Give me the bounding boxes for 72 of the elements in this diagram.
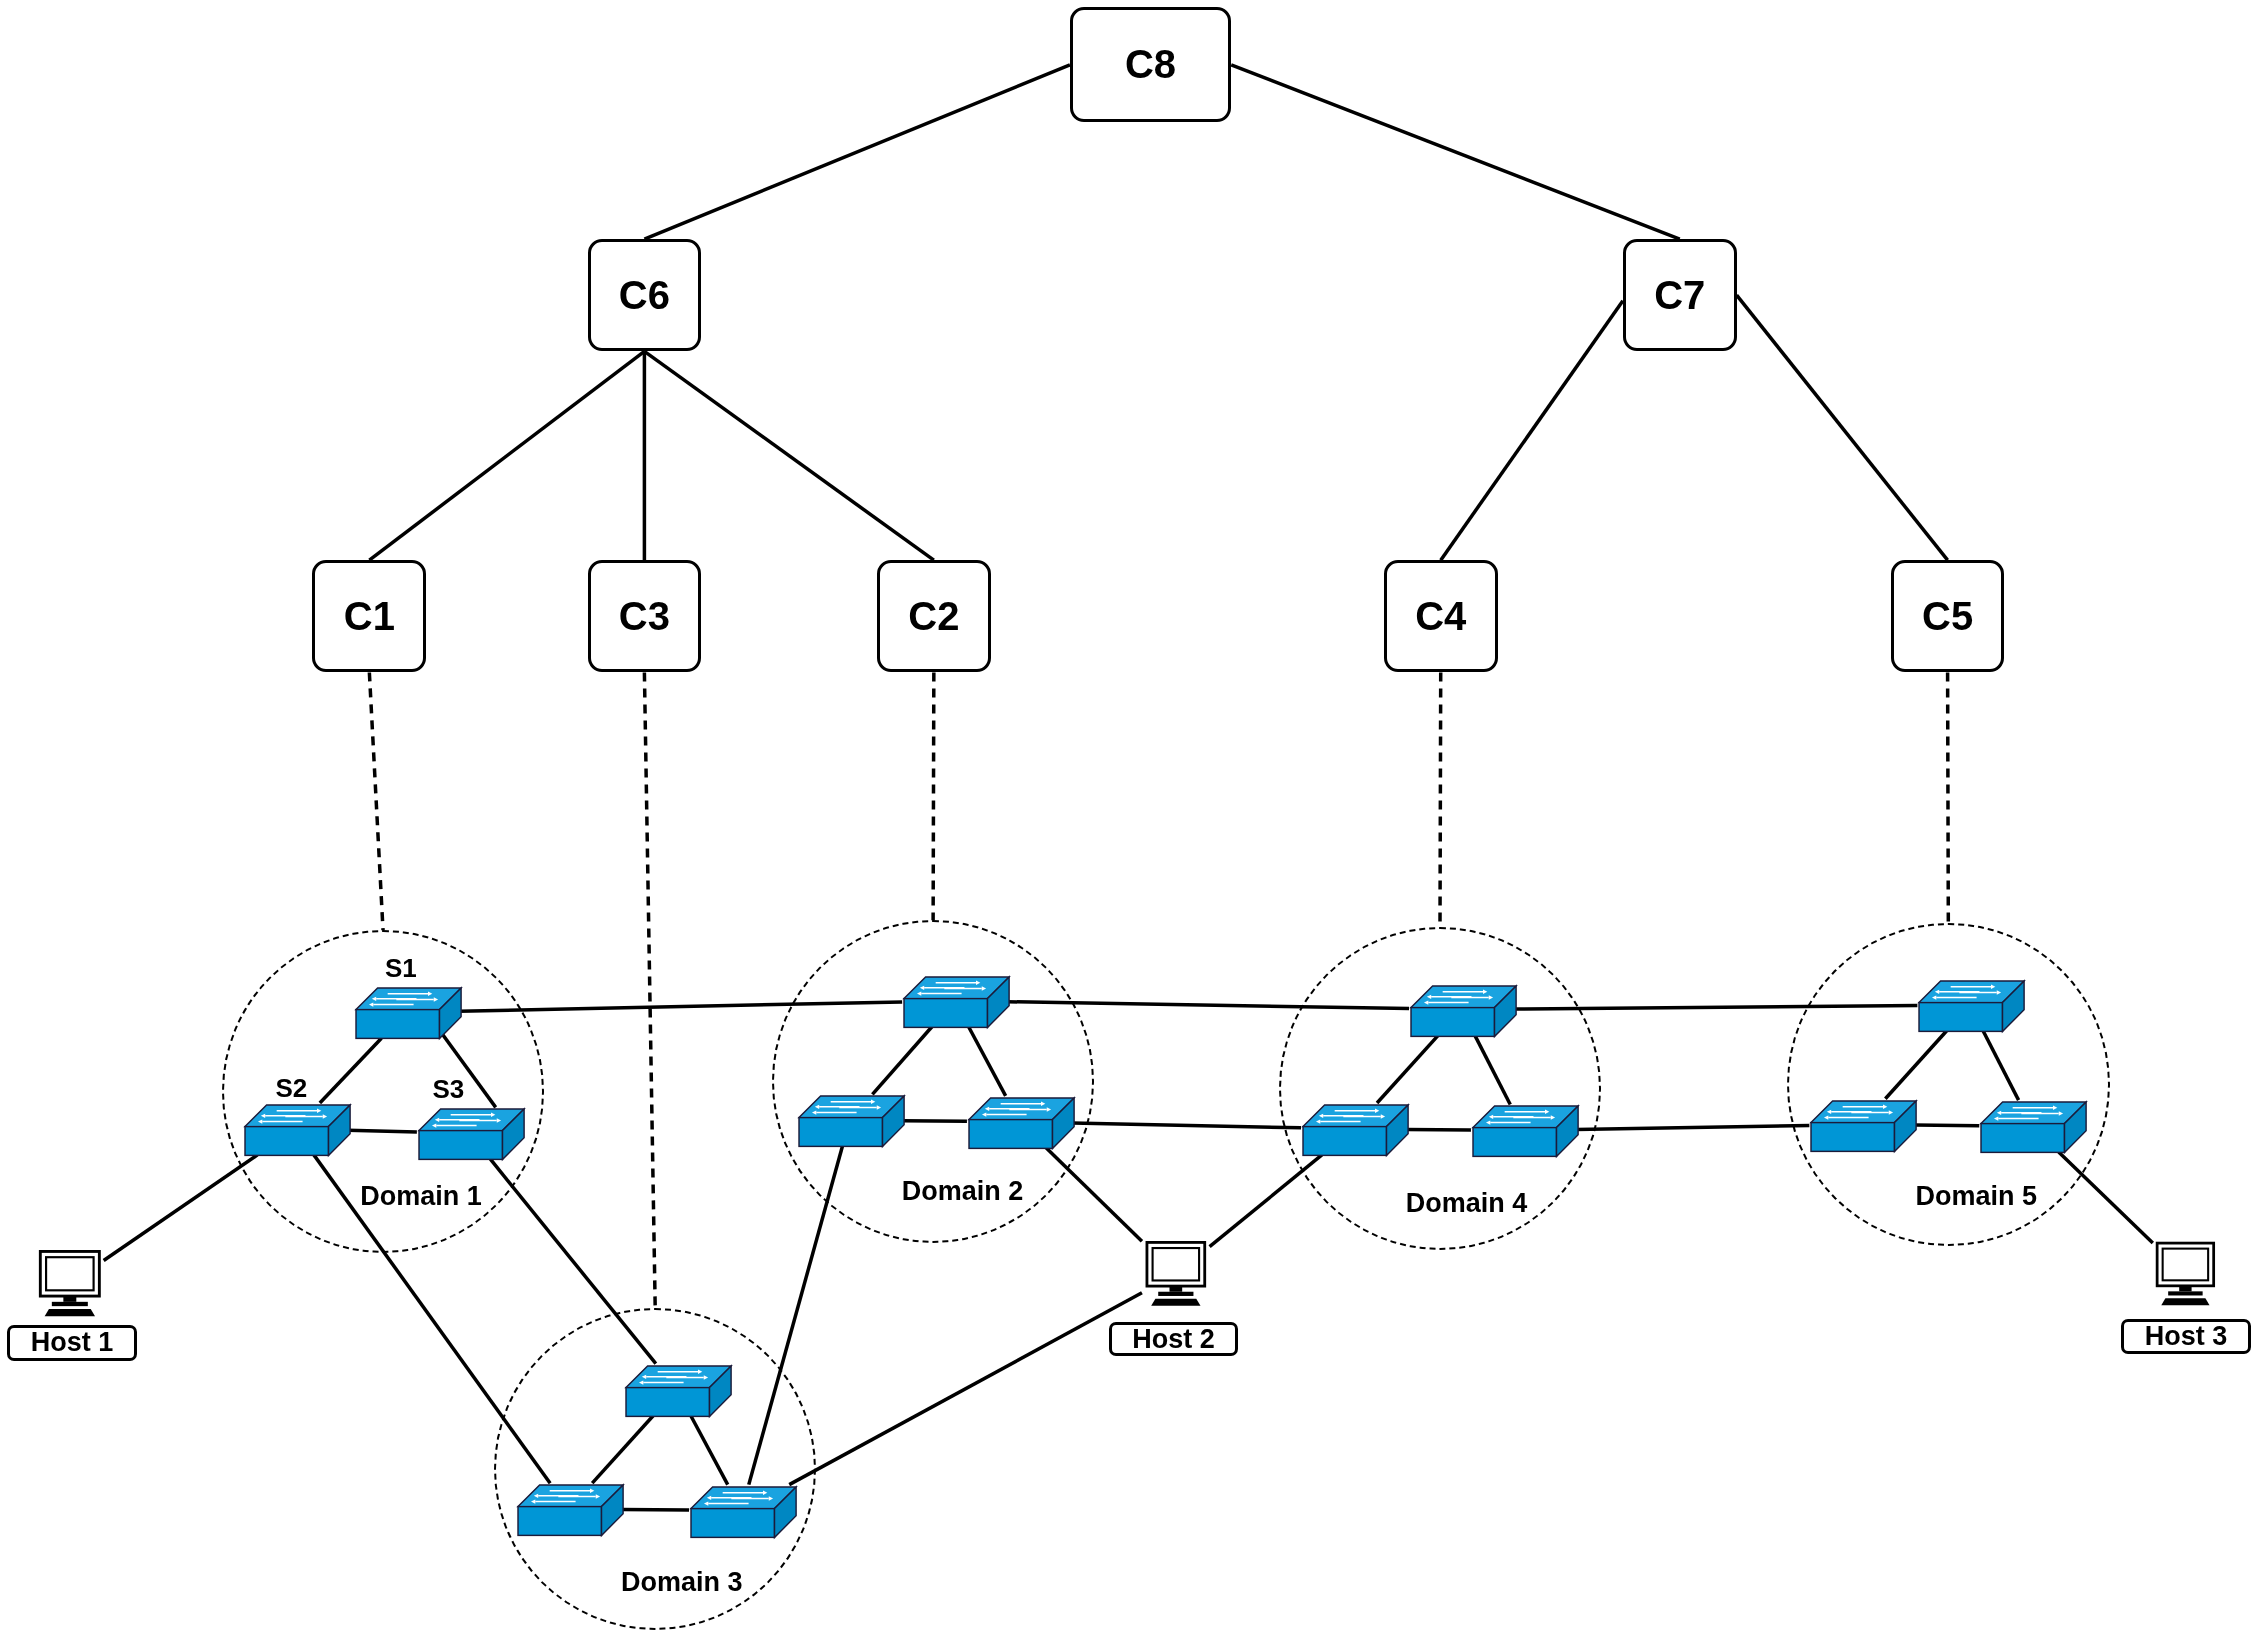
- host-label: Host 2: [1108, 1321, 1239, 1357]
- network-switch-icon: [691, 1486, 797, 1539]
- link-line: [1576, 1123, 1810, 1132]
- domain-label: Domain 5: [1915, 1180, 2037, 1212]
- network-switch-icon: [799, 1096, 905, 1149]
- controller-box: C4: [1383, 560, 1498, 673]
- link-line: [642, 351, 647, 561]
- domain-label: Domain 4: [1405, 1187, 1528, 1219]
- host-label: Host 1: [7, 1324, 137, 1361]
- link-line: [368, 349, 646, 562]
- domain-label: Domain 1: [360, 1180, 482, 1212]
- controller-box: C3: [587, 560, 702, 673]
- link-line: [1044, 1146, 1144, 1243]
- dashed-link: [367, 672, 385, 931]
- link-line: [871, 1025, 934, 1096]
- network-switch-icon: [1411, 985, 1517, 1038]
- link-line: [318, 1037, 383, 1105]
- domain-boundary: [771, 920, 1095, 1243]
- link-line: [590, 1414, 655, 1485]
- dashed-link: [1945, 672, 1951, 924]
- controller-box: C7: [1622, 239, 1737, 352]
- domain-label: Domain 2: [901, 1175, 1024, 1207]
- network-switch-icon: [1919, 981, 2025, 1033]
- link-line: [1514, 1003, 1918, 1011]
- controller-box: C6: [587, 239, 702, 352]
- link-line: [1981, 1030, 2021, 1101]
- domain-label: Domain 3: [620, 1566, 743, 1598]
- switch-label: S1: [384, 952, 417, 984]
- host-label: Host 3: [2121, 1319, 2251, 1354]
- controller-box: C8: [1069, 7, 1232, 123]
- link-line: [1406, 1127, 1471, 1132]
- link-line: [1914, 1123, 1980, 1128]
- switch-label: S2: [275, 1072, 308, 1104]
- network-switch-icon: [904, 976, 1010, 1029]
- link-line: [967, 1025, 1008, 1097]
- network-switch-icon: [1811, 1100, 1917, 1153]
- link-line: [102, 1153, 259, 1262]
- controller-box: C5: [1890, 560, 2005, 673]
- switch-label: S3: [432, 1073, 465, 1105]
- controller-box: C2: [876, 560, 991, 673]
- controller-box: C1: [312, 560, 427, 673]
- link-line: [1735, 294, 1949, 562]
- network-switch-icon: [518, 1485, 624, 1537]
- link-line: [1230, 63, 1681, 241]
- domain-boundary: [493, 1307, 817, 1631]
- dashed-link: [642, 672, 657, 1308]
- link-line: [643, 349, 935, 562]
- domain-boundary: [1278, 927, 1602, 1250]
- dashed-link: [931, 672, 936, 921]
- link-line: [1208, 1153, 1323, 1249]
- link-line: [621, 1507, 690, 1512]
- link-line: [489, 1158, 658, 1365]
- link-line: [2057, 1150, 2154, 1245]
- link-line: [1072, 1121, 1302, 1130]
- link-line: [312, 1153, 552, 1485]
- link-line: [902, 1119, 967, 1124]
- link-line: [788, 1291, 1143, 1487]
- network-switch-icon: [1303, 1105, 1409, 1157]
- link-line: [1884, 1029, 1948, 1100]
- link-line: [1439, 299, 1625, 562]
- domain-boundary: [221, 930, 545, 1253]
- link-line: [1007, 999, 1410, 1011]
- link-line: [1375, 1034, 1440, 1105]
- link-line: [1473, 1034, 1512, 1106]
- network-switch-icon: [968, 1097, 1075, 1150]
- network-switch-icon: [1472, 1106, 1579, 1159]
- link-line: [689, 1414, 730, 1486]
- link-line: [747, 1145, 845, 1486]
- link-line: [643, 63, 1071, 241]
- network-switch-icon: [626, 1365, 732, 1418]
- network-switch-icon: [1981, 1102, 2087, 1154]
- domain-boundary: [1787, 923, 2110, 1246]
